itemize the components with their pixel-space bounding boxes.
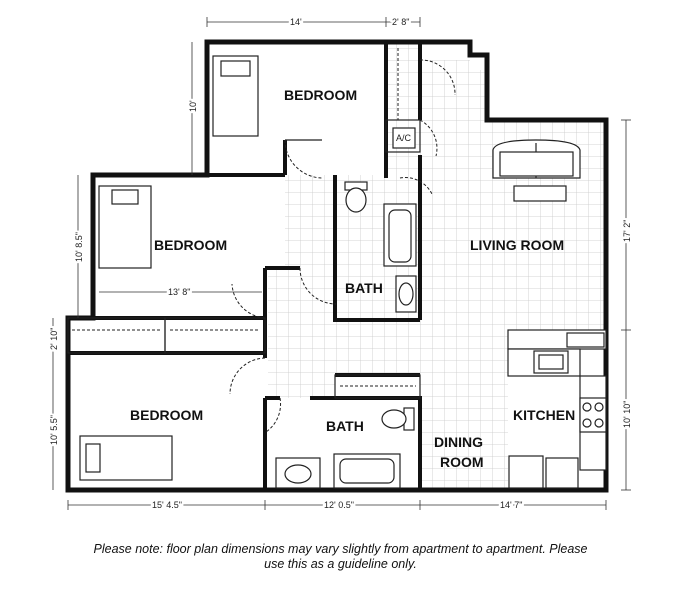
ac-label: A/C	[396, 133, 412, 143]
bed-bottom	[79, 435, 173, 481]
dim-closet-height: 2' 10"	[49, 328, 59, 350]
kitchen-label: KITCHEN	[513, 407, 575, 423]
ac-unit	[392, 127, 416, 149]
dim-middle-bedroom-height: 10' 8.5"	[74, 232, 84, 262]
dining-label-line1: DINING	[434, 434, 483, 450]
dim-bottom-right: 14' 7"	[500, 500, 522, 510]
bedroom-top-label: BEDROOM	[284, 87, 357, 103]
dim-middle-bedroom-width: 13' 8"	[168, 287, 190, 297]
dim-bottom-middle: 12' 0.5"	[324, 500, 354, 510]
dim-top-bedroom-height: 10'	[188, 100, 198, 112]
living-room-label: LIVING ROOM	[470, 237, 564, 253]
bath-upper-label: BATH	[345, 280, 383, 296]
closets	[67, 48, 421, 399]
lower-bath-fixtures	[275, 407, 415, 489]
bath-lower-label: BATH	[326, 418, 364, 434]
dim-living-height: 17' 2"	[622, 220, 632, 242]
dim-bottom-bedroom-height: 10' 5.5"	[49, 415, 59, 445]
bed-top	[212, 55, 259, 137]
disclaimer-line-1: Please note: floor plan dimensions may v…	[93, 542, 588, 556]
floor-plan: BEDROOM BEDROOM BEDROOM BATH BATH LIVING…	[47, 15, 634, 512]
dim-closet-width: 2' 8"	[392, 17, 409, 27]
bed-middle	[98, 185, 152, 269]
dim-kitchen-height: 10' 10"	[622, 401, 632, 428]
dim-top-bedroom-width: 14'	[290, 17, 302, 27]
doors	[229, 59, 456, 433]
dim-bottom-left: 15' 4.5"	[152, 500, 182, 510]
upper-bath-fixtures	[344, 181, 417, 313]
bedroom-middle-label: BEDROOM	[154, 237, 227, 253]
coffee-table	[513, 185, 567, 202]
sofa	[492, 139, 581, 179]
kitchen-cabinets	[507, 329, 607, 489]
disclaimer-line-2: use this as a guideline only.	[264, 557, 417, 571]
dining-label-line2: ROOM	[440, 454, 484, 470]
disclaimer-note: Please note: floor plan dimensions may v…	[0, 542, 681, 572]
dimension-lines	[52, 17, 631, 510]
bedroom-bottom-label: BEDROOM	[130, 407, 203, 423]
